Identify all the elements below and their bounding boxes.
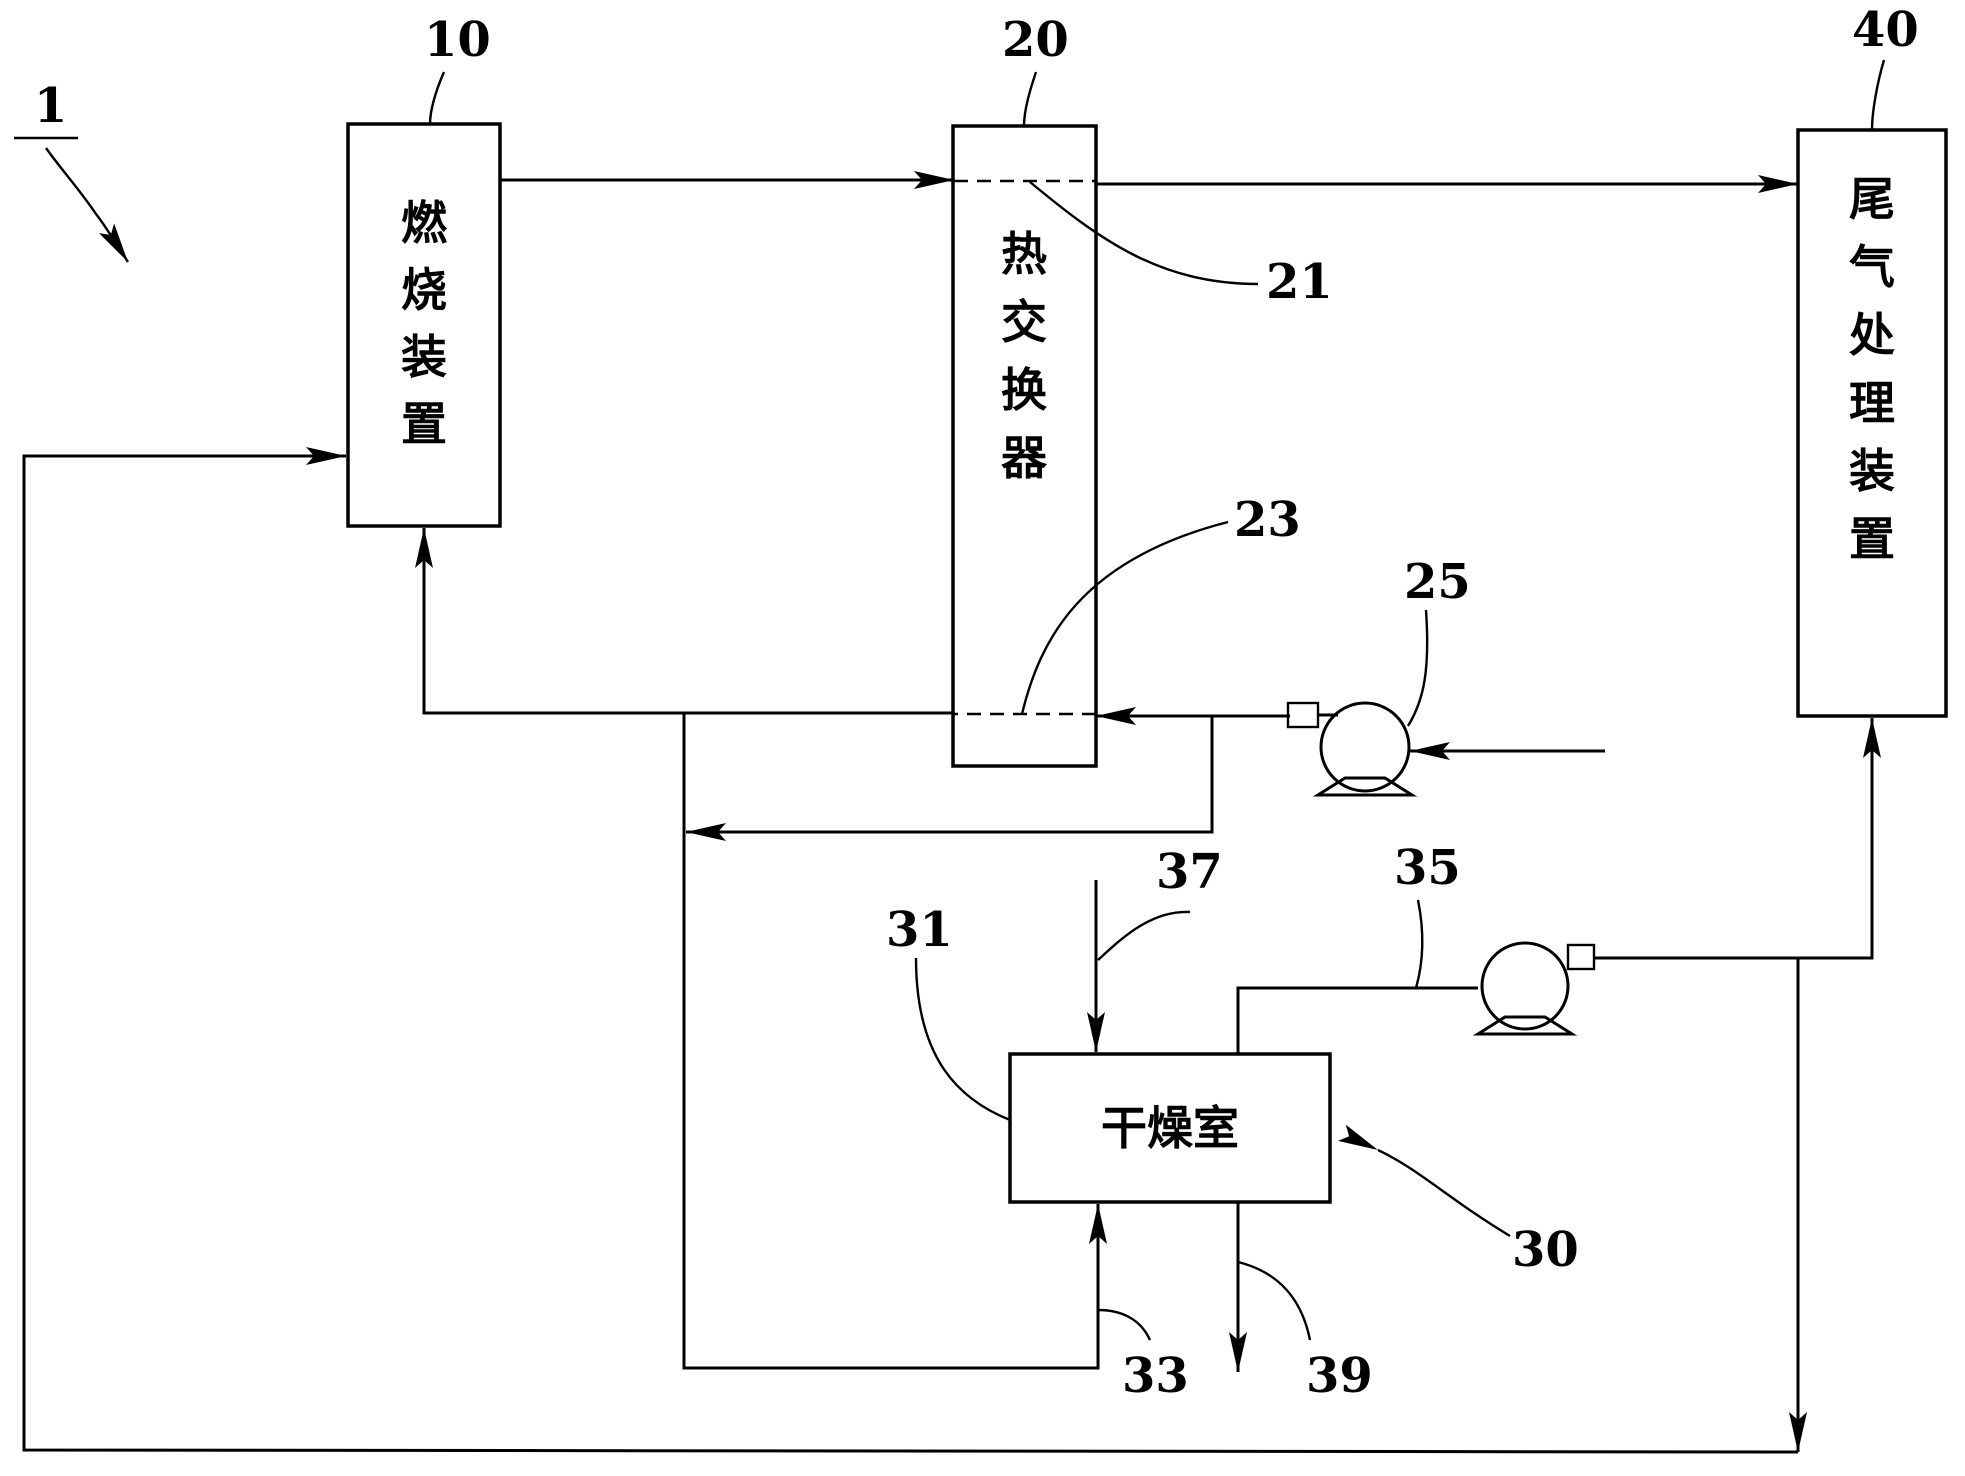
- label-21: 21: [1266, 254, 1333, 310]
- leader-lines: [14, 59, 1886, 1341]
- combustion-char-2: 烧: [401, 263, 447, 317]
- tail-gas-treatment-block: 尾 气 处 理 装 置: [1796, 128, 1948, 718]
- recirculation-line: [22, 447, 1799, 1454]
- exchanger-char-3: 换: [1001, 363, 1047, 417]
- flue-gas-line: [500, 171, 1798, 193]
- label-23: 23: [1234, 492, 1301, 548]
- tail-char-6: 置: [1849, 512, 1895, 566]
- tail-char-1: 尾: [1849, 172, 1895, 226]
- tail-char-4: 理: [1849, 376, 1895, 430]
- label-33: 33: [1122, 1348, 1189, 1404]
- label-30: 30: [1512, 1222, 1579, 1278]
- fresh-air-line: [415, 528, 1605, 1370]
- label-40: 40: [1852, 2, 1919, 58]
- tail-char-3: 处: [1849, 308, 1895, 362]
- exchanger-char-4: 器: [1001, 431, 1048, 485]
- combustion-char-3: 装: [401, 330, 447, 384]
- label-25: 25: [1404, 554, 1471, 610]
- tail-char-2: 气: [1849, 240, 1895, 294]
- heat-exchanger-block: 热 交 换 器: [951, 124, 1098, 768]
- combustion-device-block: 燃 烧 装 置: [346, 122, 502, 528]
- label-39: 39: [1306, 1348, 1373, 1404]
- label-37: 37: [1156, 844, 1223, 900]
- exchanger-char-1: 热: [1001, 227, 1047, 281]
- combustion-char-1: 燃: [401, 196, 448, 250]
- tail-char-5: 装: [1849, 444, 1895, 498]
- label-31: 31: [886, 902, 953, 958]
- label-10: 10: [424, 12, 491, 68]
- label-1: 1: [34, 78, 67, 134]
- exhaust-line: [1236, 718, 1881, 1452]
- blower-25-icon: [1286, 701, 1418, 797]
- drying-room-label: 干燥室: [1101, 1101, 1239, 1155]
- drying-room-block: 干燥室: [1008, 1052, 1332, 1204]
- label-35: 35: [1394, 840, 1461, 896]
- label-20: 20: [1002, 12, 1069, 68]
- exchanger-char-2: 交: [1001, 295, 1047, 349]
- combustion-char-4: 置: [401, 397, 447, 451]
